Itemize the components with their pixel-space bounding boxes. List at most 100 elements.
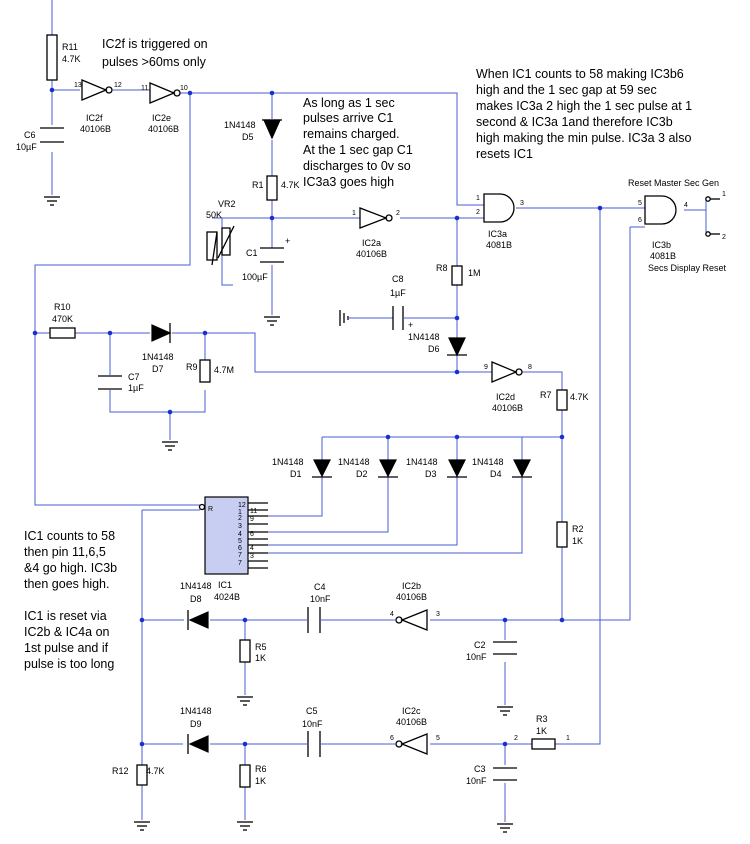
svg-text:remains charged.: remains charged. (303, 127, 400, 141)
diode-d4: 1N4148 D4 (472, 457, 532, 479)
svg-text:resets IC1: resets IC1 (476, 147, 533, 161)
svg-text:R7: R7 (540, 390, 552, 400)
diode-d5: 1N4148 D5 (224, 100, 282, 142)
svg-text:4: 4 (250, 545, 254, 552)
svg-text:C3: C3 (474, 764, 486, 774)
svg-text:3: 3 (238, 523, 242, 530)
svg-text:1: 1 (566, 735, 570, 742)
svg-text:1N4148: 1N4148 (338, 457, 370, 467)
capacitor-c5: C5 10nF (300, 706, 328, 757)
capacitor-c6: C6 10µF (16, 127, 64, 152)
svg-text:10nF: 10nF (302, 719, 323, 729)
svg-text:high and the 1 sec gap at 59 s: high and the 1 sec gap at 59 sec (476, 83, 657, 97)
note-ic1-reset: IC1 is reset via IC2b & IC4a on 1st puls… (24, 609, 114, 671)
svg-text:R10: R10 (54, 302, 71, 312)
capacitor-c3: C3 10nF (466, 764, 517, 786)
svg-text:then goes high.: then goes high. (24, 577, 110, 591)
resistor-r8: R8 1M (436, 263, 481, 286)
svg-text:4.7K: 4.7K (281, 180, 300, 190)
svg-text:8: 8 (528, 364, 532, 371)
svg-text:1µF: 1µF (128, 383, 144, 393)
svg-text:R6: R6 (255, 764, 267, 774)
secs-display-reset-label: Secs Display Reset (648, 263, 727, 273)
resistor-r1: R1 4.7K (252, 175, 300, 201)
svg-text:IC1: IC1 (218, 580, 232, 590)
note-ic1-count: When IC1 counts to 58 making IC3b6 high … (476, 67, 692, 161)
and-gate-ic3a: 123 IC3a 4081B (476, 193, 524, 250)
svg-text:1K: 1K (255, 653, 266, 663)
note-ic2f: IC2f is triggered on pulses >60ms only (102, 37, 208, 69)
svg-text:second & IC3a 1and therefore: second & IC3a 1and therefore IC3b (476, 115, 673, 129)
svg-text:9: 9 (250, 516, 254, 523)
svg-text:IC2f: IC2f (86, 113, 103, 123)
svg-text:3: 3 (436, 611, 440, 618)
svg-text:5: 5 (238, 538, 242, 545)
svg-text:1: 1 (238, 509, 242, 516)
note-c1: As long as 1 sec pulses arrive C1 remain… (303, 96, 413, 189)
resistor-r11: R11 4.7K (46, 34, 81, 81)
svg-text:pulse is too long: pulse is too long (24, 657, 114, 671)
capacitor-c7: C7 1µF (98, 372, 144, 393)
reset-master-label: Reset Master Sec Gen (628, 178, 719, 188)
svg-text:10nF: 10nF (466, 776, 487, 786)
svg-text:R9: R9 (186, 362, 198, 372)
svg-text:D9: D9 (190, 719, 202, 729)
svg-text:1N4148: 1N4148 (272, 457, 304, 467)
svg-text:D6: D6 (428, 344, 440, 354)
svg-text:At the 1 sec gap C1: At the 1 sec gap C1 (303, 143, 413, 157)
svg-text:&4 go high. IC3b: &4 go high. IC3b (24, 561, 117, 575)
svg-text:2: 2 (514, 735, 518, 742)
svg-text:1N4148: 1N4148 (142, 352, 174, 362)
svg-text:pulses >60ms only: pulses >60ms only (102, 55, 207, 69)
svg-text:R1: R1 (252, 180, 264, 190)
svg-text:10nF: 10nF (310, 594, 331, 604)
svg-text:IC1 is reset via: IC1 is reset via (24, 609, 107, 623)
svg-text:1N4148: 1N4148 (408, 332, 440, 342)
svg-text:IC2e: IC2e (152, 113, 171, 123)
svg-text:R2: R2 (572, 524, 584, 534)
svg-text:7: 7 (238, 552, 242, 559)
output-terminals[interactable]: 12 (705, 191, 726, 241)
svg-text:4024B: 4024B (214, 592, 240, 602)
svg-text:IC2c: IC2c (402, 706, 421, 716)
capacitor-c1: + C1 100µF (242, 236, 290, 282)
svg-text:1N4148: 1N4148 (180, 706, 212, 716)
svg-text:4.7K: 4.7K (146, 766, 165, 776)
svg-text:4.7K: 4.7K (62, 54, 81, 64)
svg-text:IC2d: IC2d (496, 392, 515, 402)
svg-text:4: 4 (684, 202, 688, 209)
svg-text:2: 2 (396, 210, 400, 217)
resistor-r9: R9 4.7M (186, 359, 234, 383)
svg-text:As long as 1 sec: As long as 1 sec (303, 96, 395, 110)
capacitor-c4: C4 10nF (300, 582, 331, 633)
potentiometer-vr2: VR2 50K (206, 199, 236, 266)
svg-text:5: 5 (436, 735, 440, 742)
svg-text:470K: 470K (52, 314, 73, 324)
svg-text:D8: D8 (190, 594, 202, 604)
svg-text:IC2b: IC2b (402, 581, 421, 591)
svg-text:+: + (408, 320, 413, 330)
resistor-r6: R6 1K (239, 764, 267, 788)
svg-text:C4: C4 (314, 582, 326, 592)
svg-text:IC2f is triggered on: IC2f is triggered on (102, 37, 208, 51)
resistor-r5: R5 1K (239, 639, 267, 663)
svg-text:1: 1 (722, 191, 726, 198)
svg-text:1K: 1K (572, 536, 583, 546)
svg-text:10: 10 (180, 85, 188, 92)
svg-text:4.7K: 4.7K (570, 392, 589, 402)
svg-text:D7: D7 (152, 364, 164, 374)
svg-text:4.7M: 4.7M (214, 365, 234, 375)
svg-text:6: 6 (638, 217, 642, 224)
svg-text:50K: 50K (206, 210, 222, 220)
svg-text:12: 12 (238, 502, 246, 509)
svg-text:C1: C1 (246, 248, 258, 258)
svg-text:2: 2 (476, 209, 480, 216)
svg-text:C2: C2 (474, 640, 486, 650)
svg-text:2: 2 (238, 515, 242, 522)
and-gate-ic3b: 564 IC3b 4081B (638, 195, 688, 261)
diode-d1: 1N4148 D1 (272, 457, 332, 479)
svg-text:9: 9 (484, 364, 488, 371)
